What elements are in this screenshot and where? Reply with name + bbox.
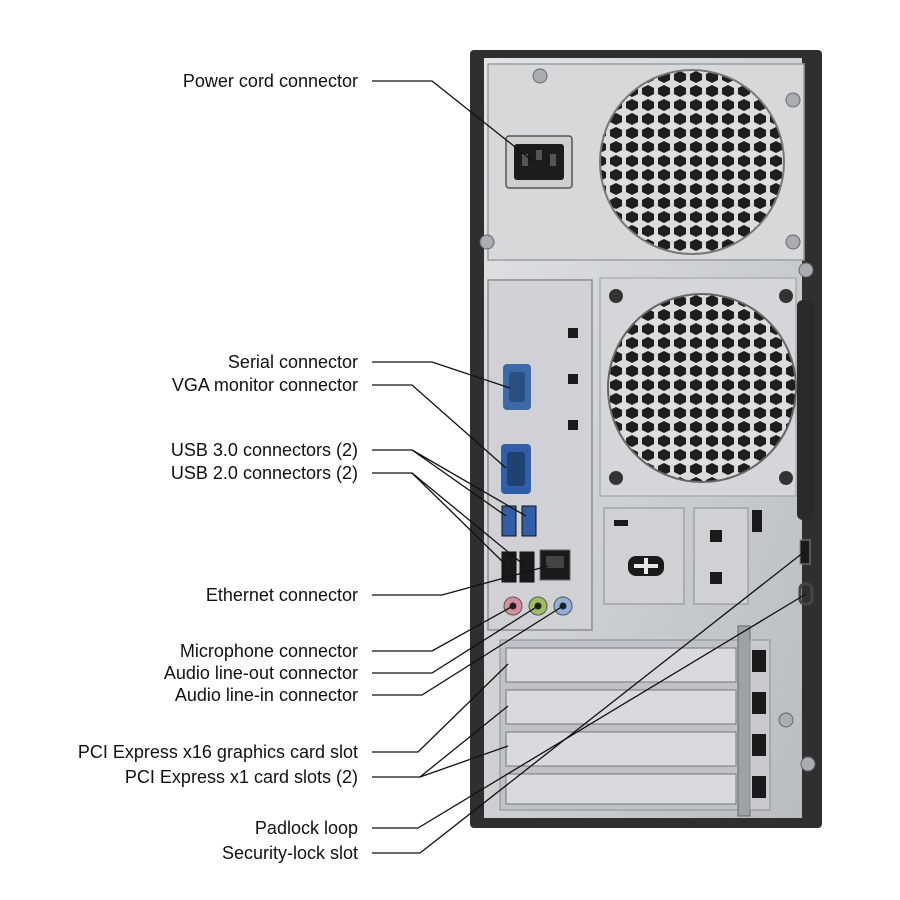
leader-lines — [372, 80, 807, 854]
callout-labels: Power cord connector Serial connector VG… — [78, 71, 358, 863]
security-lock-slot-hole — [799, 539, 811, 565]
padlock-loop-ring — [798, 582, 814, 606]
label-vga-monitor-connector: VGA monitor connector — [172, 375, 358, 395]
slot-cover — [505, 773, 737, 805]
label-audio-line-in-connector: Audio line-in connector — [175, 685, 358, 705]
usb-2-port — [519, 551, 535, 583]
screw-icon — [798, 262, 814, 278]
usb-3-port — [521, 505, 537, 537]
system-fan — [599, 277, 797, 497]
label-power-cord-connector: Power cord connector — [183, 71, 358, 91]
slot-cover-pcie-x16 — [505, 647, 737, 683]
psu-fan-grille — [600, 70, 784, 254]
screw-icon — [779, 289, 793, 303]
usb-3-port — [501, 505, 517, 537]
screw-icon — [785, 234, 801, 250]
io-panel — [487, 279, 593, 631]
label-padlock-loop: Padlock loop — [255, 818, 358, 838]
screw-icon — [532, 68, 548, 84]
label-usb-3-connectors: USB 3.0 connectors (2) — [171, 440, 358, 460]
label-pcie-x16-slot: PCI Express x16 graphics card slot — [78, 742, 358, 762]
label-serial-connector: Serial connector — [228, 352, 358, 372]
label-microphone-connector: Microphone connector — [180, 641, 358, 661]
screw-icon — [778, 712, 794, 728]
screw-icon — [609, 289, 623, 303]
side-rail — [797, 300, 815, 520]
power-supply-unit — [479, 63, 805, 261]
slot-cover-pcie-x1 — [505, 731, 737, 767]
screw-icon — [779, 471, 793, 485]
screw-icon — [785, 92, 801, 108]
knockout-plates — [603, 507, 762, 605]
label-ethernet-connector: Ethernet connector — [206, 585, 358, 605]
label-security-lock-slot: Security-lock slot — [222, 843, 358, 863]
screw-icon — [609, 471, 623, 485]
screw-icon — [800, 756, 816, 772]
expansion-slots — [499, 625, 816, 817]
label-usb-2-connectors: USB 2.0 connectors (2) — [171, 463, 358, 483]
screw-icon — [479, 234, 495, 250]
label-audio-line-out-connector: Audio line-out connector — [164, 663, 358, 683]
label-pcie-x1-slots: PCI Express x1 card slots (2) — [125, 767, 358, 787]
